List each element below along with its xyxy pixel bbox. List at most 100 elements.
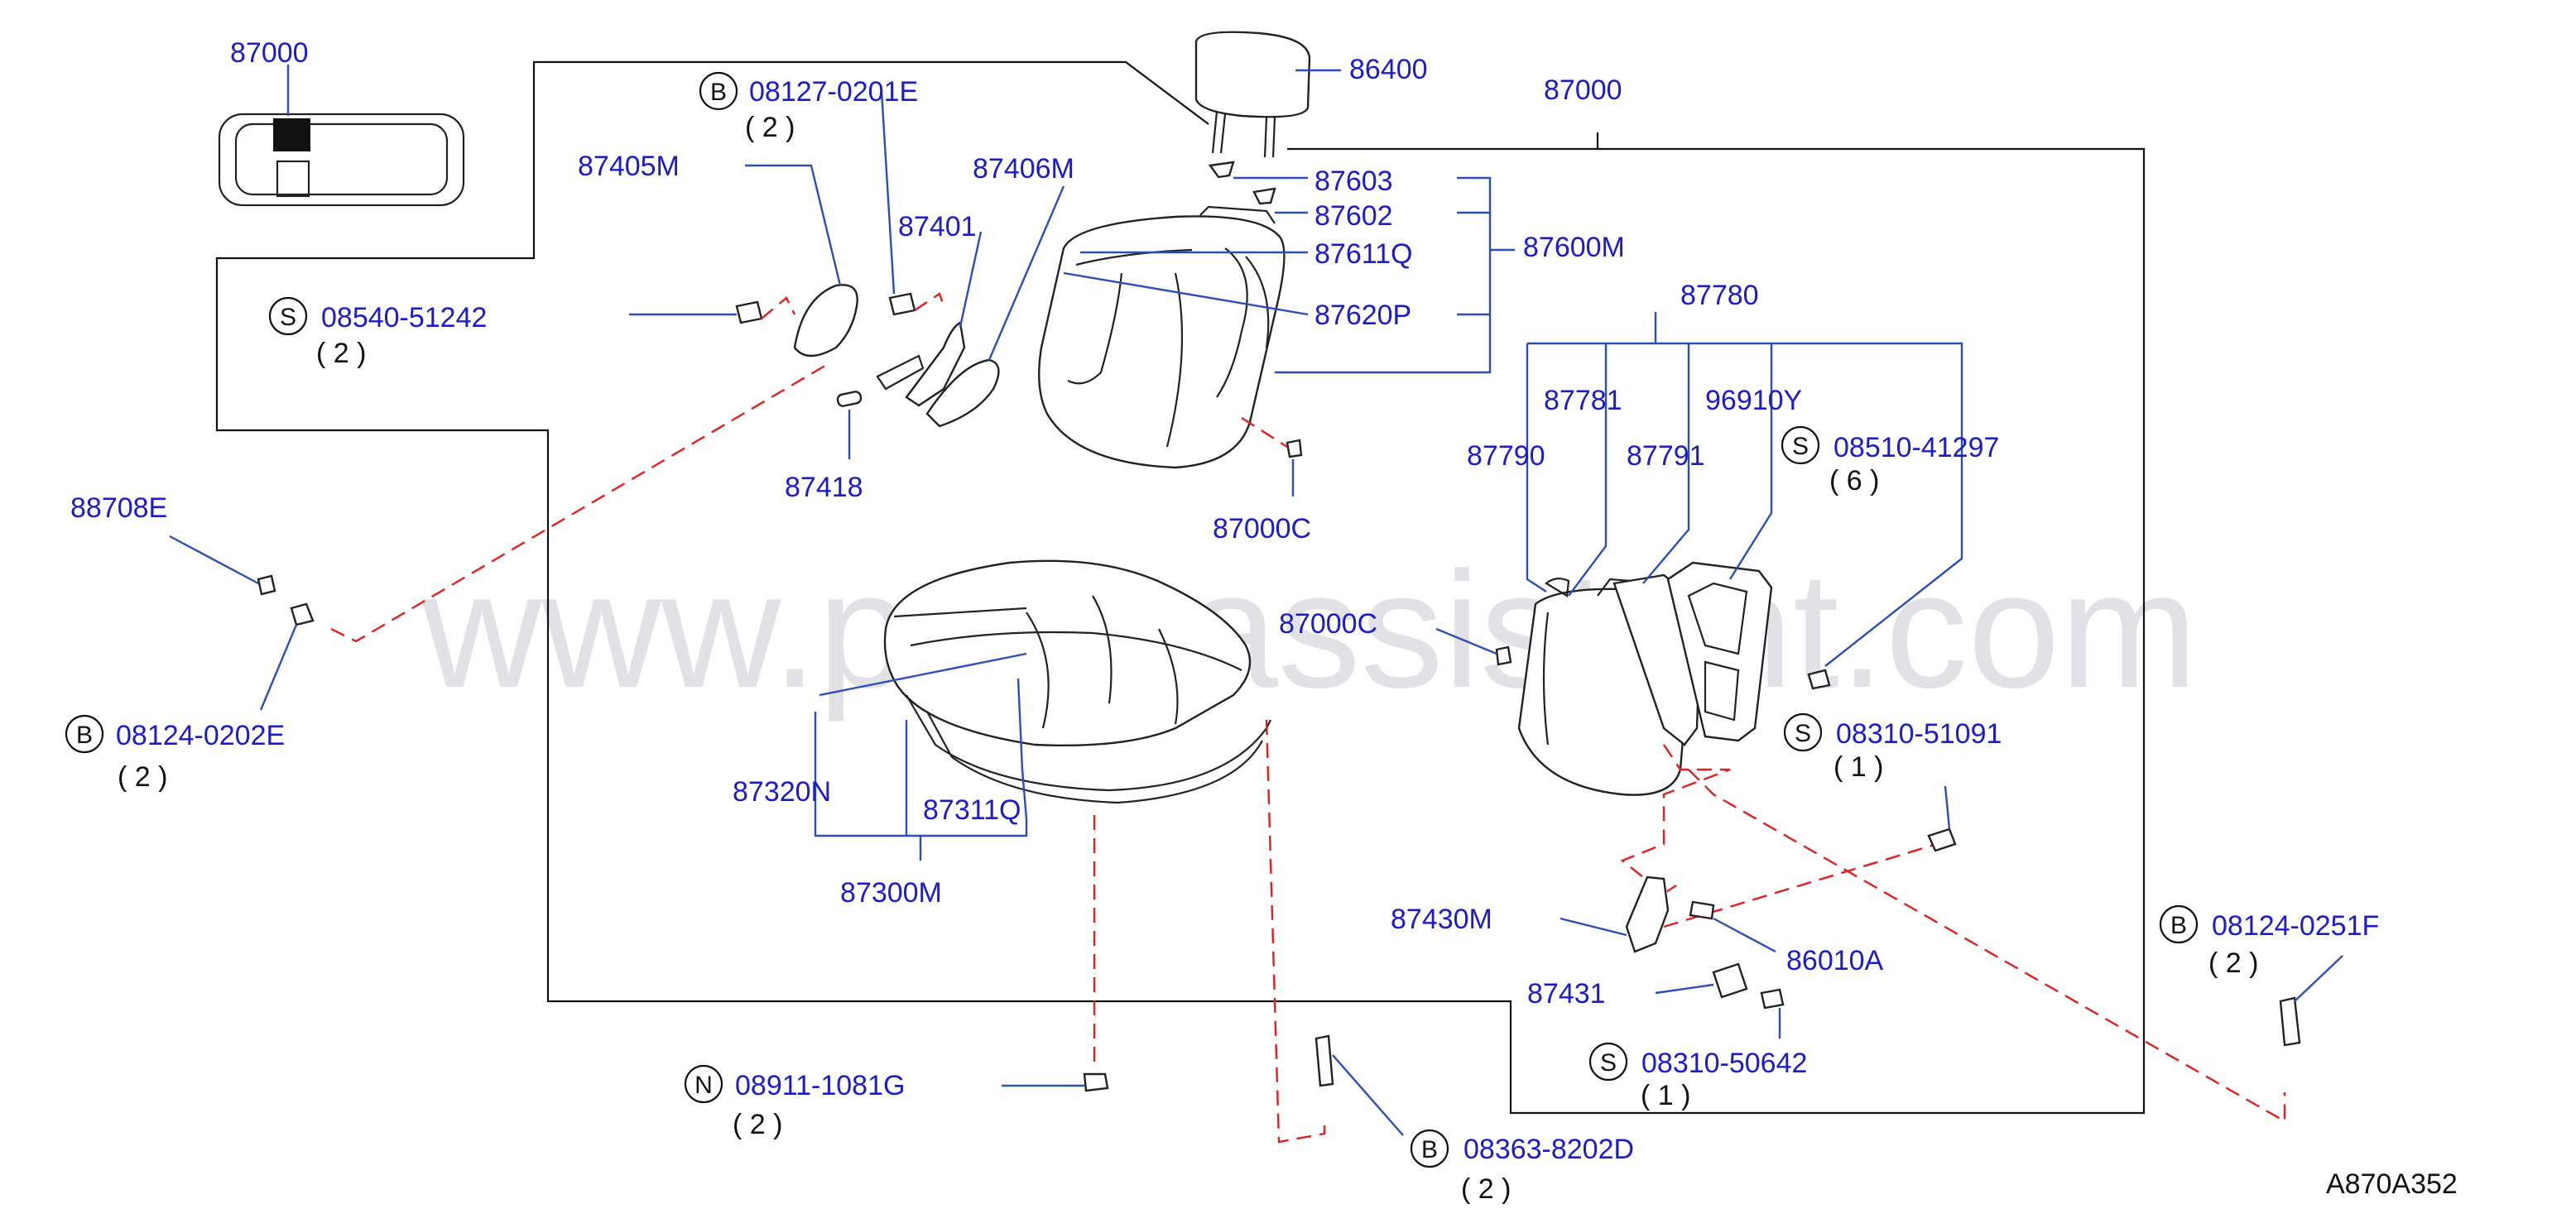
fastener-08127-0201E: B 08127-0201E ( 2 ) [699, 71, 918, 143]
prefix-letter: S [1795, 720, 1811, 747]
bolt-08127 [888, 292, 916, 316]
label-87603: 87603 [1314, 165, 1393, 197]
label-87791: 87791 [1627, 440, 1705, 472]
label-86010A: 86010A [1786, 945, 1884, 976]
recliner-cover-outer [925, 358, 1000, 428]
fastener-qty: ( 2 ) [733, 1109, 782, 1140]
leader-87320N [819, 652, 1027, 697]
headrest-guide-lock [1252, 187, 1276, 205]
dash-rear-2 [1688, 769, 2286, 1124]
label-87611Q: 87611Q [1314, 238, 1412, 270]
recliner-link [876, 354, 925, 391]
label-87320N: 87320N [733, 776, 831, 808]
fastener-08363-8202D: B 08363-8202D ( 2 ) [1410, 1129, 1634, 1205]
dash-recliner [330, 362, 829, 643]
fastener-08911-1081G: N 08911-1081G ( 2 ) [684, 1064, 905, 1140]
leader-87620P [1063, 271, 1309, 316]
fastener-08540-51242: S 08540-51242 ( 2 ) [268, 296, 487, 369]
fastener-qty: ( 2 ) [745, 112, 795, 143]
rear-seatback [1517, 561, 1773, 796]
vehicle-location-icon [218, 65, 465, 207]
prefix-circle [1588, 1042, 1628, 1082]
fastener-08510-41297: S 08510-41297 ( 6 ) [1781, 425, 1999, 496]
prefix-circle [1781, 425, 1820, 465]
screw-08310-51091 [1927, 827, 1957, 852]
label-96910Y: 96910Y [1705, 385, 1802, 416]
leader-87405M [745, 164, 842, 286]
leader-08363 [1332, 1054, 1404, 1136]
fastener-qty: ( 1 ) [1641, 1080, 1690, 1111]
bracket-87780 [1527, 342, 1963, 667]
label-87311Q: 87311Q [923, 794, 1021, 826]
label-87000C-b: 87000C [1279, 608, 1377, 640]
prefix-circle [699, 71, 738, 111]
label-87430M: 87430M [1391, 904, 1492, 935]
recliner-mechanism [905, 321, 966, 407]
bolt-08124-0202E [290, 602, 315, 626]
fastener-code: 08124-0251F [2212, 910, 2379, 942]
fastener-qty: ( 2 ) [118, 761, 167, 793]
cap-87418 [836, 391, 863, 407]
seat-back [1038, 205, 1286, 469]
nut-08911 [1083, 1072, 1109, 1092]
fastener-code: 08310-50642 [1641, 1048, 1807, 1079]
screw-08310-50642 [1760, 988, 1785, 1010]
label-87405M: 87405M [578, 151, 680, 182]
dash-clip [1241, 416, 1288, 449]
label-87000-vehicle: 87000 [230, 37, 309, 69]
prefix-circle [268, 296, 308, 336]
recliner-cover-inner [793, 284, 858, 357]
fastener-code: 08911-1081G [735, 1070, 905, 1101]
hinge-87430M [1625, 875, 1670, 953]
label-87620P: 87620P [1314, 300, 1411, 331]
label-87602: 87602 [1314, 200, 1393, 232]
prefix-circle [684, 1064, 723, 1104]
leader-86010A [1713, 917, 1776, 953]
fastener-code: 08510-41297 [1833, 432, 1999, 463]
screw-08510 [1807, 669, 1831, 690]
prefix-letter: B [1421, 1136, 1438, 1163]
label-87431: 87431 [1527, 978, 1606, 1010]
leader-08124-0251F [2294, 955, 2343, 1002]
fastener-code: 08310-51091 [1836, 718, 2002, 750]
prefix-letter: B [710, 79, 727, 106]
leader-87790 [1526, 343, 1547, 593]
prefix-circle [1410, 1129, 1449, 1168]
label-86400: 86400 [1349, 54, 1428, 85]
watermark: www.partsassistant.com [421, 538, 2198, 722]
label-87401: 87401 [898, 211, 977, 242]
fastener-code: 08124-0202E [116, 720, 285, 751]
prefix-letter: B [76, 722, 93, 749]
label-87000C-a: 87000C [1213, 513, 1311, 544]
assembly-outline [215, 60, 2146, 1115]
bracket-87600M [1275, 176, 1492, 374]
prefix-circle [2159, 904, 2199, 944]
dash-cushion-bolt [1265, 719, 1326, 1144]
clip-87000C-rear [1495, 645, 1512, 666]
fastener-08124-0251F: B 08124-0251F ( 2 ) [2159, 904, 2379, 979]
leader-87406M [988, 185, 1065, 361]
prefix-letter: N [694, 1072, 713, 1099]
leader-87430M [1560, 917, 1627, 937]
label-87406M: 87406M [973, 153, 1074, 185]
label-87781: 87781 [1544, 385, 1622, 416]
leader-87401 [959, 231, 983, 328]
leader-87791 [1642, 343, 1690, 584]
dash-08540 [761, 296, 796, 319]
fastener-qty: ( 2 ) [316, 338, 366, 369]
leader-87000C-b [1435, 627, 1497, 655]
fastener-code: 08363-8202D [1463, 1134, 1634, 1165]
fastener-qty: ( 2 ) [2208, 947, 2258, 979]
seat-cushion [883, 559, 1271, 804]
fastener-code: 08127-0201E [749, 76, 918, 108]
fastener-code: 08540-51242 [321, 302, 487, 333]
leader-08310-51091 [1944, 785, 1951, 830]
bracket-87431 [1712, 962, 1748, 999]
label-87000-main: 87000 [1544, 74, 1622, 106]
label-88708E: 88708E [70, 492, 167, 524]
fastener-08124-0202E: B 08124-0202E ( 2 ) [65, 714, 285, 793]
headrest-guide [1208, 161, 1235, 179]
label-87790: 87790 [1467, 440, 1545, 472]
leader-88708E [169, 535, 259, 585]
